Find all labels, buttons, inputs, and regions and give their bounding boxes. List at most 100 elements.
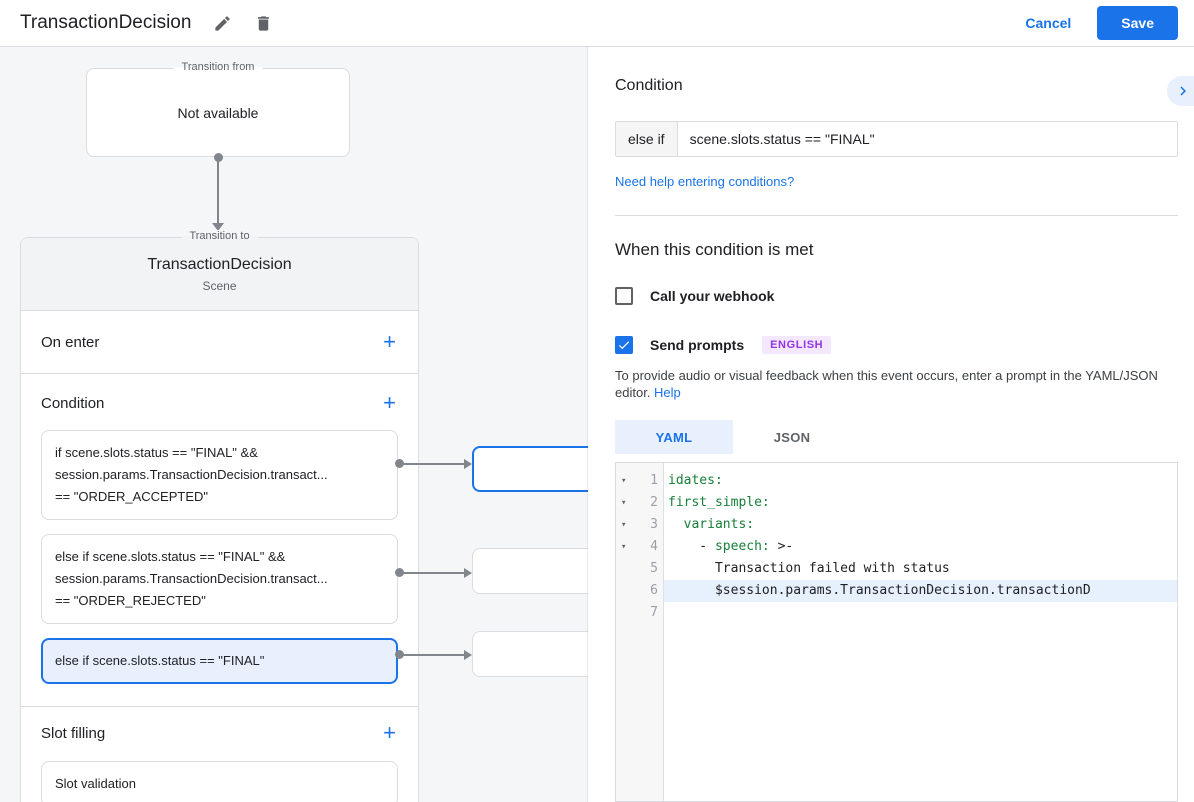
yaml-text-token: - [668,539,715,554]
trash-icon [258,15,270,31]
cancel-button[interactable]: Cancel [1025,15,1072,31]
condition-input-group: else if [615,121,1178,157]
connector-arrowhead [464,568,472,578]
page-title: TransactionDecision [20,12,192,33]
connector-dot [395,459,404,468]
delete-scene-button[interactable] [250,10,277,37]
transition-from-box[interactable]: Transition from Not available [86,61,350,157]
yaml-text-token: >- [769,539,794,554]
code-line[interactable]: 6 $session.params.TransactionDecision.tr… [616,580,1177,602]
condition-section-label: Condition [41,394,105,412]
checkmark-icon [618,341,630,350]
scene-diagram: Transition from Not available Transition… [0,47,588,802]
scene-type: Scene [202,278,237,293]
condition-card-list: if scene.slots.status == "FINAL" &&sessi… [21,430,418,684]
main-area: Transition from Not available Transition… [0,47,1194,802]
fold-arrow-icon[interactable]: ▾ [621,520,627,530]
fold-arrow-icon[interactable]: ▾ [621,542,627,552]
code-line-gutter: ▾4 [616,536,664,558]
condition-card[interactable]: else if scene.slots.status == "FINAL" [41,638,398,684]
line-number: 3 [650,517,658,532]
code-line-gutter: ▾2 [616,492,664,514]
line-number: 7 [650,605,658,620]
editor-tabs: YAML JSON [615,420,1178,454]
code-line[interactable]: 5 Transaction failed with status [616,558,1177,580]
yaml-key-token: first_simple: [668,495,770,510]
code-line-gutter: 6 [616,580,664,602]
fold-arrow-icon[interactable]: ▾ [621,476,627,486]
condition-card[interactable]: else if scene.slots.status == "FINAL" &&… [41,534,398,624]
code-line-content: Transaction failed with status [664,558,1177,580]
condition-section: Condition + if scene.slots.status == "FI… [21,374,418,707]
fold-arrow-icon[interactable]: ▾ [621,498,627,508]
line-number: 2 [650,495,658,510]
code-line[interactable]: ▾ 1 idates: [616,470,1177,492]
code-line[interactable]: ▾4 - speech: >- [616,536,1177,558]
line-number: 1 [650,473,658,488]
when-condition-met-section: When this condition is met Call your web… [588,216,1194,802]
code-line-content: idates: [664,470,1177,492]
code-line-content: first_simple: [664,492,1177,514]
on-enter-section: On enter + [21,311,418,374]
yaml-key-token: variants: [683,517,755,532]
condition-editor-section: Condition else if Need help entering con… [588,47,1194,216]
add-condition-button[interactable]: + [377,390,402,416]
condition-heading: Condition [615,77,683,94]
yaml-text-token: $session.params.TransactionDecision.tran… [668,583,1091,598]
connector-dot [395,568,404,577]
add-on-enter-button[interactable]: + [377,329,402,355]
code-line-gutter: ▾3 [616,514,664,536]
top-bar: TransactionDecision Cancel Save [0,0,1194,47]
line-number: 4 [650,539,658,554]
connector-line [401,654,465,656]
scene-header[interactable]: TransactionDecision Scene [21,238,418,311]
tab-yaml[interactable]: YAML [615,420,733,454]
on-enter-label: On enter [41,333,100,351]
conditions-help-link[interactable]: Need help entering conditions? [615,174,795,189]
transition-target-box[interactable] [472,446,588,492]
transition-to-label: Transition to [181,230,258,242]
slot-card-line: Slot validation [55,776,136,791]
code-line-content: $session.params.TransactionDecision.tran… [664,580,1177,602]
editor-gutter [616,463,664,801]
transition-from-label: Transition from [173,61,263,73]
pencil-icon [215,15,231,31]
condition-card-line: if scene.slots.status == "FINAL" && [55,445,258,460]
code-line[interactable]: 7 [616,602,1177,624]
condition-card-line: else if scene.slots.status == "FINAL" [55,653,265,668]
send-prompts-checkbox[interactable] [615,336,633,354]
slot-filling-label: Slot filling [41,724,106,742]
prompt-description: To provide audio or visual feedback when… [615,367,1178,401]
edit-title-button[interactable] [209,10,236,37]
connector-arrowhead [464,459,472,469]
transition-target-box[interactable] [472,631,588,677]
language-badge: ENGLISH [762,336,832,354]
line-number: 5 [650,561,658,576]
help-link[interactable]: Help [654,385,681,400]
code-line-gutter: 7 [616,602,664,624]
code-line-content: variants: [664,514,1177,536]
section-divider [615,215,1178,216]
transition-from-value: Not available [177,104,259,121]
slot-filling-section: Slot filling + Slot validation [21,707,418,802]
add-slot-button[interactable]: + [377,720,402,746]
condition-prefix: else if [616,122,678,156]
slot-card[interactable]: Slot validation [41,761,398,802]
tab-json[interactable]: JSON [733,420,851,454]
send-prompts-label: Send prompts [650,337,745,353]
condition-card[interactable]: if scene.slots.status == "FINAL" &&sessi… [41,430,398,520]
condition-expression-input[interactable] [677,122,1177,156]
call-webhook-checkbox[interactable] [615,287,633,305]
scene-name: TransactionDecision [147,255,292,273]
yaml-text-token [668,517,684,532]
code-line-content: - speech: >- [664,536,1177,558]
transition-target-box[interactable] [472,548,588,594]
collapse-panel-button[interactable] [1167,76,1194,106]
code-line[interactable]: ▾3 variants: [616,514,1177,536]
line-number: 6 [650,583,658,598]
slot-card-list: Slot validation [21,761,418,802]
save-button[interactable]: Save [1097,6,1178,40]
